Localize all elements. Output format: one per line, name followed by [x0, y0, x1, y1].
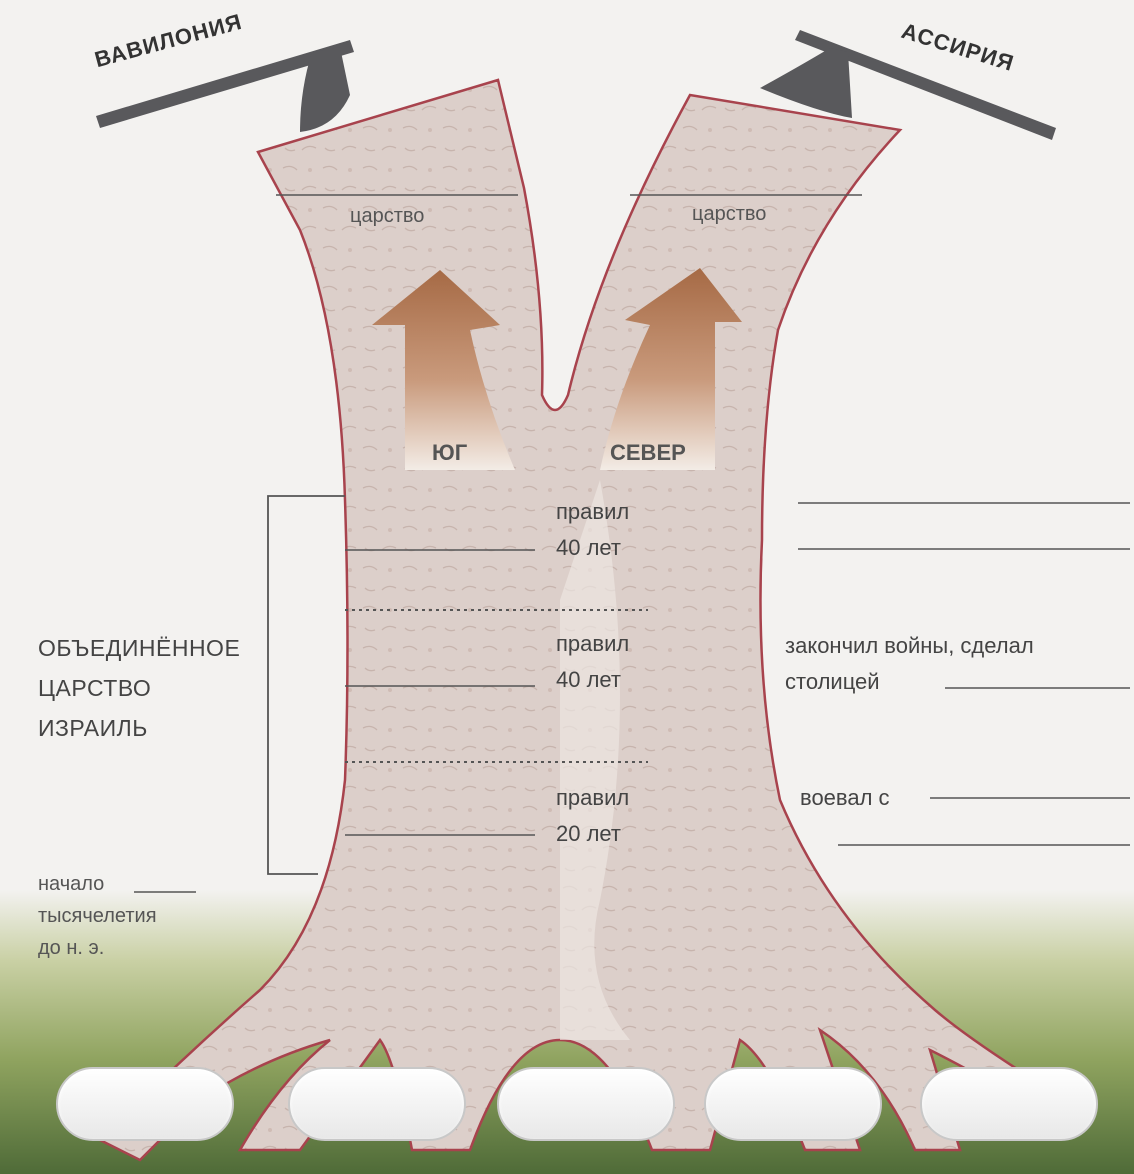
root-blank-4[interactable]: [704, 1067, 882, 1141]
root-blank-2[interactable]: [288, 1067, 466, 1141]
reign-3-line2: 20 лет: [556, 816, 629, 852]
wars-note-line2: столицей: [785, 664, 1034, 700]
fought-note: воевал с: [800, 780, 890, 816]
root-blank-5[interactable]: [920, 1067, 1098, 1141]
reign-3-line1: правил: [556, 780, 629, 816]
reign-1-line2: 40 лет: [556, 530, 629, 566]
root-blank-1[interactable]: [56, 1067, 234, 1141]
reign-3: правил 20 лет: [556, 780, 629, 852]
era-label: начало тысячелетия до н. э.: [38, 868, 157, 964]
era-line3: до н. э.: [38, 932, 157, 964]
united-line2: ЦАРСТВО: [38, 668, 240, 708]
united-line1: ОБЪЕДИНЁННОЕ: [38, 628, 240, 668]
wars-note-line1: закончил войны, сделал: [785, 628, 1034, 664]
reign-2-line2: 40 лет: [556, 662, 629, 698]
wars-note: закончил войны, сделал столицей: [785, 628, 1034, 700]
direction-south: ЮГ: [432, 440, 467, 466]
united-line3: ИЗРАИЛЬ: [38, 708, 240, 748]
era-line1: начало: [38, 868, 157, 900]
kingdom-right-label: царство: [692, 203, 766, 226]
direction-north: СЕВЕР: [610, 440, 686, 466]
era-line2: тысячелетия: [38, 900, 157, 932]
reign-2-line1: правил: [556, 626, 629, 662]
united-bracket: [268, 496, 345, 874]
root-blank-3[interactable]: [497, 1067, 675, 1141]
reign-1-line1: правил: [556, 494, 629, 530]
kingdom-left-label: царство: [350, 205, 424, 228]
united-kingdom-label: ОБЪЕДИНЁННОЕ ЦАРСТВО ИЗРАИЛЬ: [38, 628, 240, 748]
reign-2: правил 40 лет: [556, 626, 629, 698]
reign-1: правил 40 лет: [556, 494, 629, 566]
